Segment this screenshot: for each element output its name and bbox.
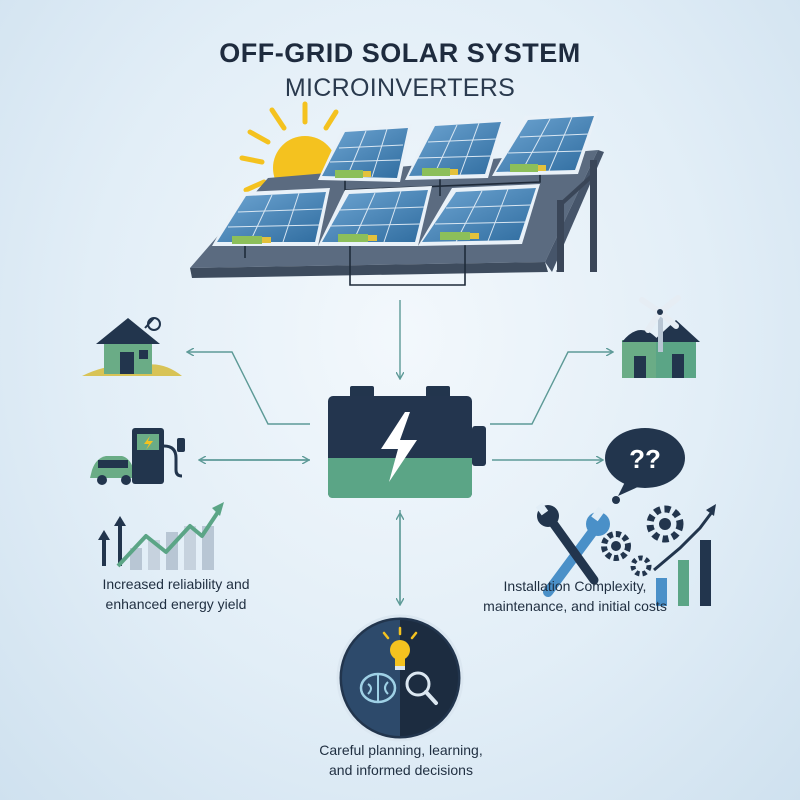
page-title: OFF-GRID SOLAR SYSTEM xyxy=(219,38,581,68)
brain-icon xyxy=(359,672,397,704)
farm-windmill-icon xyxy=(622,295,700,378)
ev-charger-icon xyxy=(90,428,185,485)
caption-line: enhanced energy yield xyxy=(105,596,247,612)
battery-icon xyxy=(328,386,486,498)
house-icon xyxy=(82,317,182,376)
solar-panel xyxy=(318,124,412,182)
page-subtitle: MICROINVERTERS xyxy=(284,74,516,102)
solar-panel xyxy=(418,184,540,246)
caption-line: Installation Complexity, xyxy=(503,578,647,594)
caption-line: maintenance, and initial costs xyxy=(483,598,667,614)
question-marks: ?? xyxy=(629,444,661,474)
caption-line: and informed decisions xyxy=(329,762,473,778)
connector-arrows xyxy=(188,300,612,604)
solar-panel xyxy=(405,118,505,180)
solar-panel xyxy=(212,188,330,246)
tools-gears-chart-icon xyxy=(535,502,716,606)
solar-panel xyxy=(492,112,598,176)
arrow-house xyxy=(188,352,310,425)
caption-line: Increased reliability and xyxy=(102,576,250,592)
caption-reliability: Increased reliability and enhanced energ… xyxy=(86,574,266,614)
solar-panel-array xyxy=(212,112,598,246)
magnifier-icon xyxy=(405,671,438,705)
growth-chart-icon xyxy=(98,502,224,570)
caption-complexity: Installation Complexity, maintenance, an… xyxy=(470,576,680,616)
caption-planning: Careful planning, learning, and informed… xyxy=(296,740,506,780)
solar-panel xyxy=(318,186,432,246)
brain-bulb-magnifier-icon xyxy=(336,614,464,742)
caption-line: Careful planning, learning, xyxy=(319,742,483,758)
lightbulb-icon xyxy=(382,626,418,670)
arrow-farm xyxy=(490,352,612,425)
question-bubble-icon: ?? xyxy=(605,428,685,504)
